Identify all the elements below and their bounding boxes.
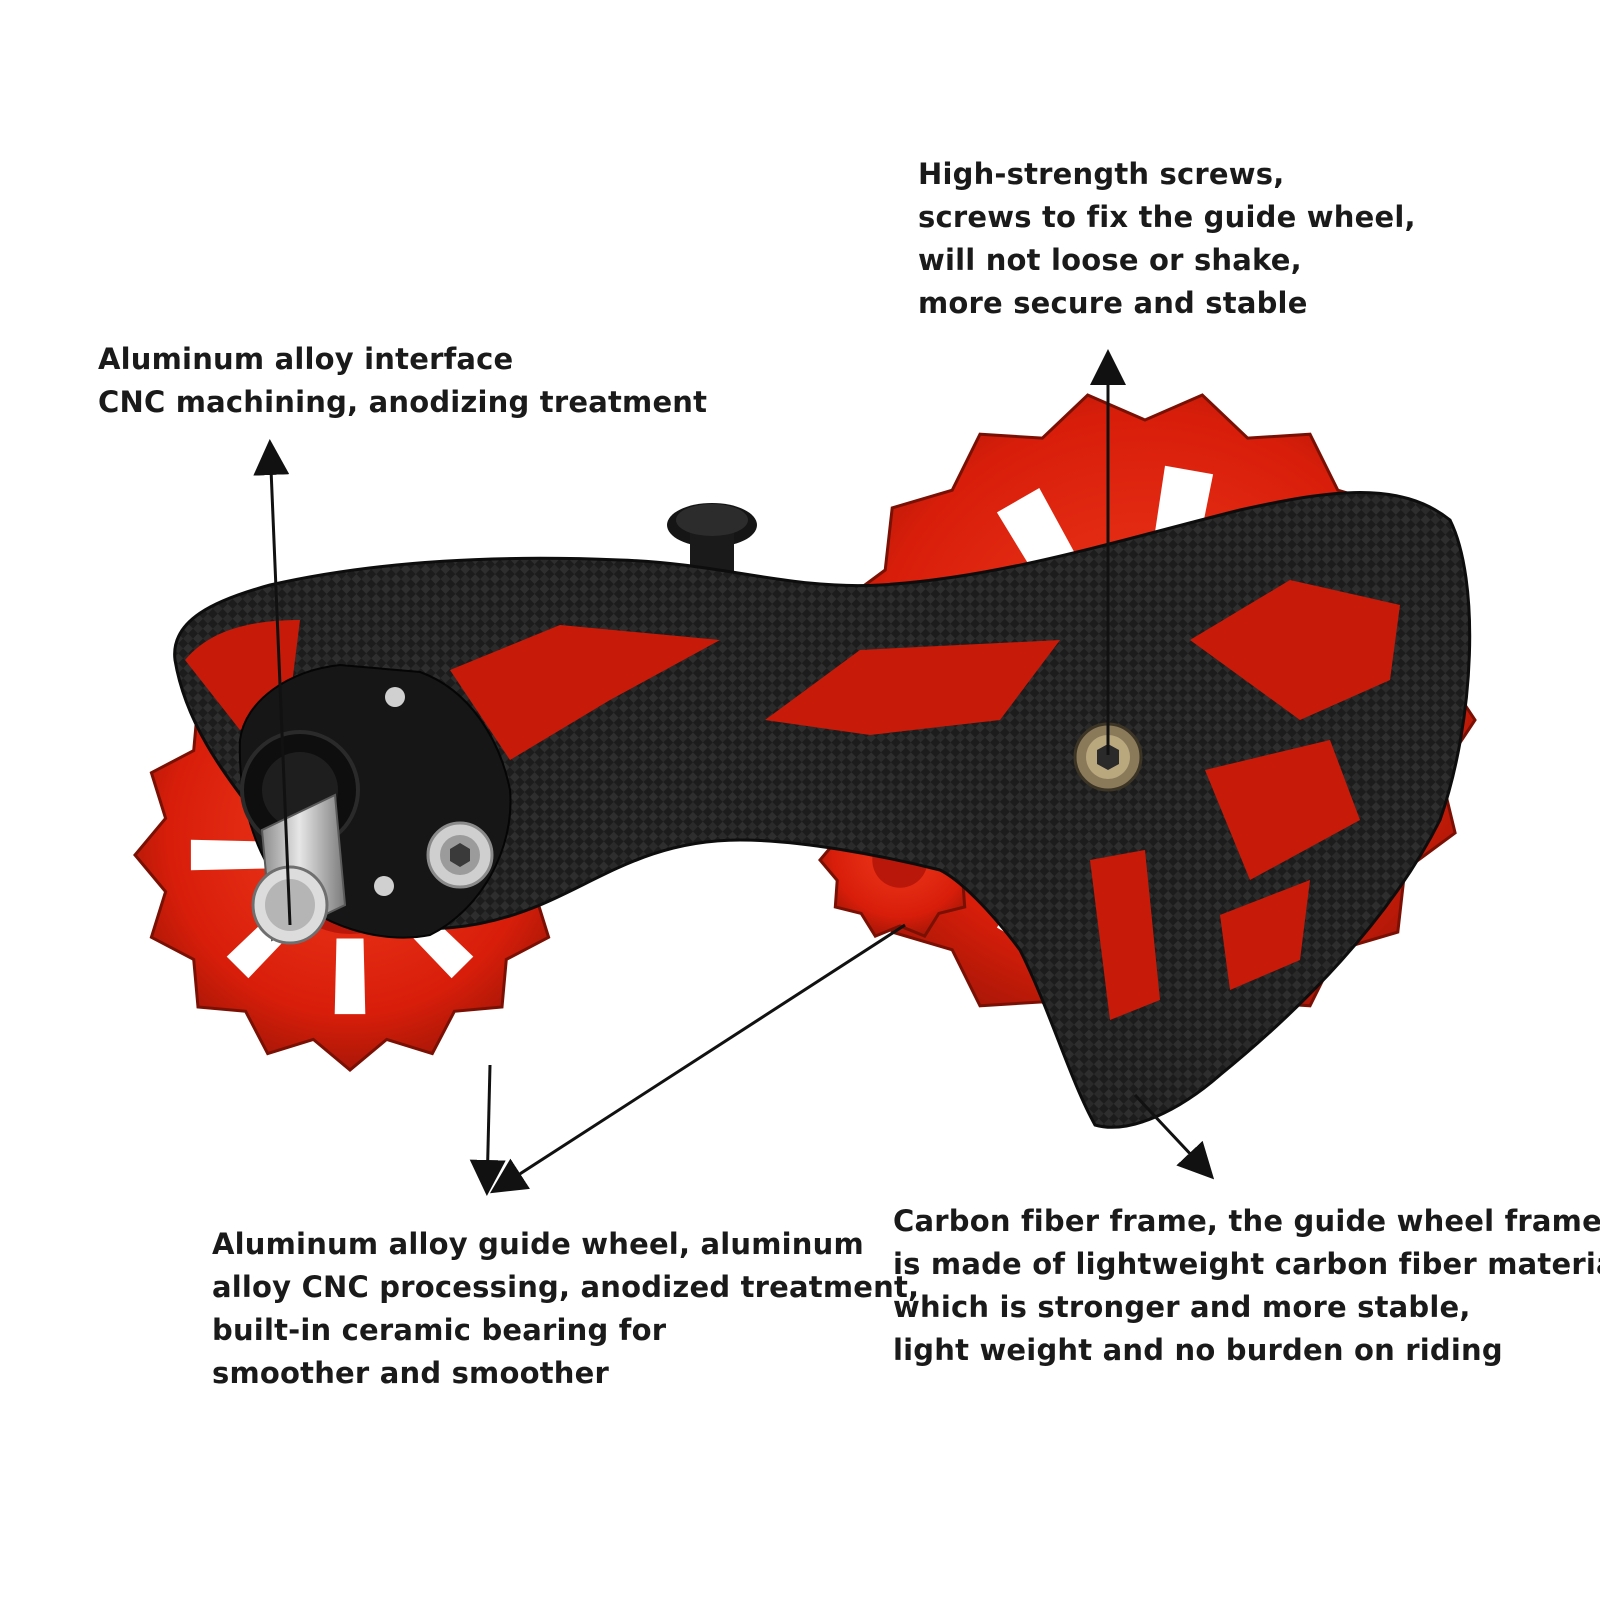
plate-screw-icon [426, 821, 494, 889]
callout-guide-wheel-line-2: alloy CNC processing, anodized treatment… [212, 1270, 920, 1304]
callout-guide-wheel-line-4: smoother and smoother [212, 1356, 609, 1390]
callout-guide-wheel-line-3: built-in ceramic bearing for [212, 1313, 667, 1347]
callout-interface-line-1: Aluminum alloy interface [98, 342, 514, 376]
callout-screws-line-2: screws to fix the guide wheel, [918, 200, 1416, 234]
callout-frame-line-1: Carbon fiber frame, the guide wheel fram… [893, 1204, 1600, 1238]
arrow-wheel-lower [469, 1064, 506, 1196]
arrow-wheel-mid [489, 923, 906, 1194]
callout-screws-line-4: more secure and stable [918, 286, 1308, 320]
carbon-fiber-cage-icon [173, 491, 1472, 1129]
callout-frame-line-2: is made of lightweight carbon fiber mate… [893, 1247, 1600, 1281]
callout-frame: Carbon fiber frame, the guide wheel fram… [893, 1200, 1600, 1372]
callout-screws: High-strength screws, screws to fix the … [918, 153, 1416, 325]
callout-arrows [253, 349, 1215, 1196]
callout-interface-line-2: CNC machining, anodizing treatment [98, 385, 708, 419]
high-strength-screw-icon [1073, 722, 1143, 792]
callout-frame-line-3: which is stronger and more stable, [893, 1290, 1471, 1324]
callout-guide-wheel: Aluminum alloy guide wheel, aluminum all… [212, 1223, 919, 1395]
callout-frame-line-4: light weight and no burden on riding [893, 1333, 1503, 1367]
wheel-cutout [190, 839, 267, 871]
callout-screws-line-1: High-strength screws, [918, 157, 1285, 191]
callout-guide-wheel-line-1: Aluminum alloy guide wheel, aluminum [212, 1227, 864, 1261]
callout-screws-line-3: will not loose or shake, [918, 243, 1302, 277]
callout-interface: Aluminum alloy interface CNC machining, … [98, 338, 707, 424]
wheel-cutout [334, 938, 366, 1015]
arrow-frame [1133, 1093, 1215, 1180]
arrow-interface [253, 439, 292, 926]
